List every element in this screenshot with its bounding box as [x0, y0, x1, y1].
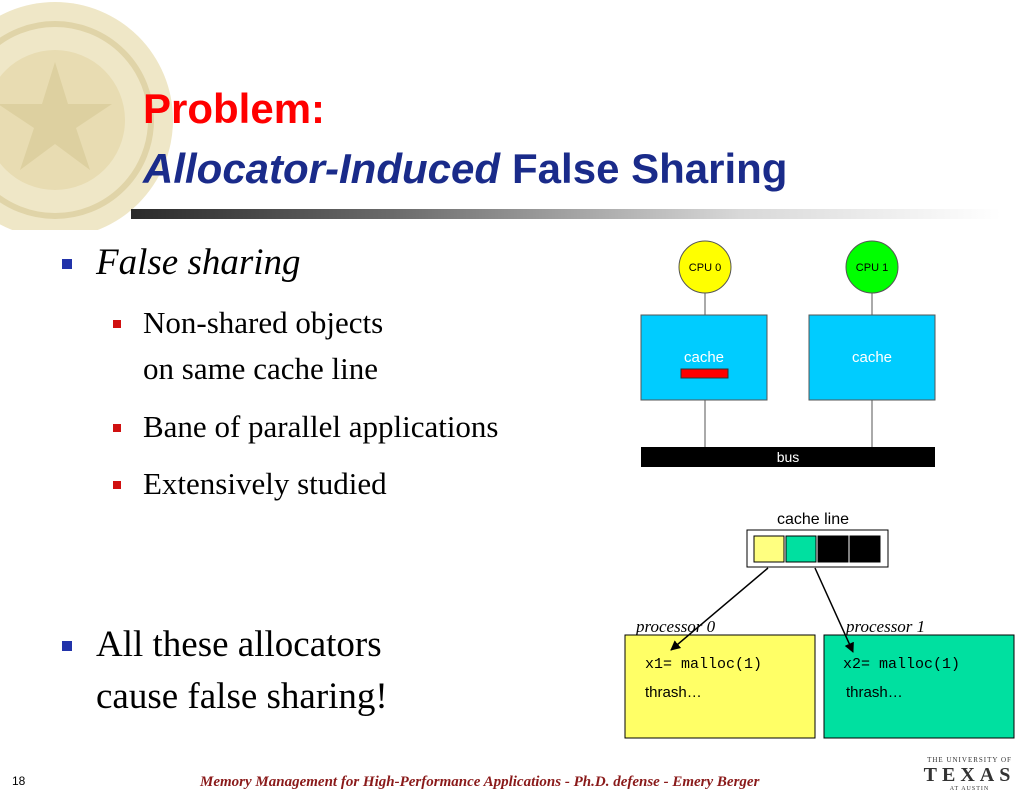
cpu0-label: CPU 0 [689, 262, 721, 274]
processor1-thrash: thrash… [846, 684, 903, 701]
cache1-box [808, 314, 936, 401]
cache0-box [640, 314, 768, 401]
logo-line1: THE UNIVERSITY OF [927, 756, 1012, 764]
cache-line-slot-3 [817, 535, 849, 563]
bus-bar [641, 447, 935, 467]
cpu1-label: CPU 1 [856, 262, 888, 274]
cache-line-slot-x2 [785, 535, 817, 563]
processor0-code: x1= malloc(1) [645, 656, 762, 673]
bus-label: bus [777, 449, 800, 465]
processor0-label: processor 0 [635, 617, 716, 636]
processor1-code: x2= malloc(1) [843, 656, 960, 673]
bullet-square-icon [62, 259, 72, 269]
bullet-false-sharing: False sharing [96, 242, 301, 283]
bullet-square-icon [62, 641, 72, 651]
cache1-label: cache [852, 349, 892, 366]
sub-bullet-square-icon [113, 320, 121, 328]
footer-text: Memory Management for High-Performance A… [200, 774, 760, 790]
dirty-cache-line-marker [680, 368, 729, 379]
processor0-box [624, 634, 816, 739]
logo-line2: TEXAS [923, 764, 1016, 786]
cache-line-label: cache line [777, 511, 849, 528]
logo-line3: AT AUSTIN [949, 786, 990, 792]
arrow-line-to-processor0 [670, 567, 769, 651]
processor1-box [823, 634, 1015, 739]
sub-bullet-studied: Extensively studied [143, 466, 387, 501]
page-number: 18 [12, 774, 26, 788]
cpu0-node [678, 240, 732, 294]
sub-bullet-bane: Bane of parallel applications [143, 409, 499, 444]
bullet-allocators-line2: cause false sharing! [96, 676, 388, 717]
sub-bullet-square-icon [113, 424, 121, 432]
sub-bullet-square-icon [113, 481, 121, 489]
cpu1-node [845, 240, 899, 294]
arrow-line-to-processor1 [814, 567, 854, 653]
sub-bullet-non-shared-line2: on same cache line [143, 351, 378, 386]
title-italic-part: Allocator-Induced [143, 145, 501, 192]
cache0-label: cache [684, 349, 724, 366]
processor1-label: processor 1 [845, 617, 925, 636]
sub-bullet-non-shared-line1: Non-shared objects [143, 305, 384, 340]
processor0-thrash: thrash… [645, 684, 702, 701]
cache-line-slot-4 [849, 535, 881, 563]
cache-line-slot-x1 [753, 535, 785, 563]
slide-title-line1: Problem: [143, 85, 326, 132]
bullet-allocators-line1: All these allocators [96, 624, 382, 665]
ut-austin-logo: THE UNIVERSITY OF TEXAS AT AUSTIN [922, 756, 1017, 792]
title-rest-part: False Sharing [512, 145, 788, 192]
title-divider [131, 209, 1001, 219]
texas-seal-watermark [0, 2, 173, 230]
